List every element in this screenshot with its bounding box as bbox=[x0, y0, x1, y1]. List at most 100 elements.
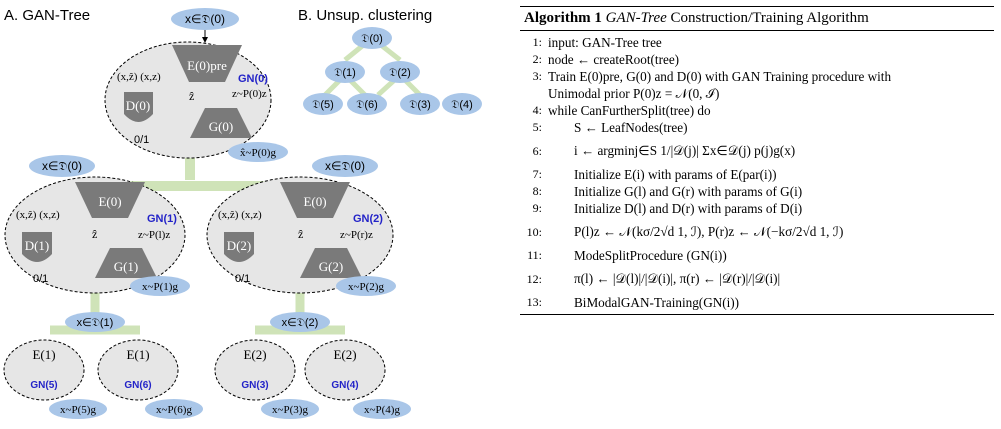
input-d2-label: x∈𝔇(2) bbox=[282, 317, 319, 329]
algorithm-name: GAN-Tree bbox=[605, 10, 667, 26]
node-3 bbox=[214, 339, 296, 401]
x-out6-ellipse bbox=[145, 399, 203, 419]
algo-line-11: 11:ModeSplitProcedure (GN(i)) bbox=[527, 248, 727, 263]
cluster-node-0 bbox=[352, 27, 392, 49]
algo-line-2: 2:node ← createRoot(tree) bbox=[532, 52, 680, 67]
zhat-left: ẑ bbox=[92, 227, 97, 241]
d2-label: D(2) bbox=[227, 238, 252, 253]
x-out3-ellipse bbox=[261, 399, 319, 419]
d1-block bbox=[22, 232, 52, 262]
cluster-node-0-label: 𝔇(0) bbox=[361, 33, 383, 45]
cluster-node-3-label: 𝔇(3) bbox=[409, 99, 431, 111]
x-out2-ellipse bbox=[336, 276, 396, 296]
gn1-label: GN(1) bbox=[147, 213, 177, 225]
e0-right-label: E(0) bbox=[303, 194, 326, 209]
algo-line-10: 10:P(l)z ← 𝒩(kσ/2√d 1, ℐ), P(r)z ← 𝒩(−kσ… bbox=[526, 224, 844, 239]
pair-root-label: (x,ẑ) (x,z) bbox=[117, 71, 161, 83]
cluster-node-1 bbox=[325, 61, 365, 83]
zhat-right: ẑ bbox=[298, 227, 303, 241]
xhat-out-ellipse bbox=[228, 142, 288, 162]
gn-root-label: GN(0) bbox=[238, 73, 268, 85]
algo-line-3-cont: Unimodal prior P(0)z = 𝒩(0, ℐ) bbox=[548, 86, 720, 101]
gn6-label: GN(6) bbox=[124, 380, 151, 391]
cluster-node-4-label: 𝔇(4) bbox=[451, 99, 473, 111]
out01-root: 0/1 bbox=[134, 134, 149, 146]
encoder-pre-block bbox=[172, 45, 242, 82]
algo-line-5: 5:S ← LeafNodes(tree) bbox=[532, 120, 688, 135]
input-d2-ellipse bbox=[270, 312, 330, 332]
algo-line-4: 4:while CanFurtherSplit(tree) do bbox=[532, 103, 711, 118]
input-right-ellipse bbox=[312, 155, 378, 177]
g0-label: G(0) bbox=[209, 119, 234, 134]
panel-b-title: B. Unsup. clustering bbox=[298, 7, 432, 24]
d2-block bbox=[224, 232, 254, 262]
leaf3-encoder: E(2) bbox=[243, 347, 266, 362]
leaf4-encoder: E(2) bbox=[333, 347, 356, 362]
cluster-node-5 bbox=[303, 93, 343, 115]
algo-line-3: 3:Train E(0)pre, G(0) and D(0) with GAN … bbox=[532, 69, 892, 84]
input-left-label: x∈𝔇(0) bbox=[42, 159, 82, 173]
leaf6-encoder: E(1) bbox=[126, 347, 149, 362]
cluster-node-6 bbox=[347, 93, 387, 115]
cluster-node-3 bbox=[400, 93, 440, 115]
input-right-label: x∈𝔇(0) bbox=[325, 159, 365, 173]
z-prior-left: z~P(l)z bbox=[138, 229, 170, 241]
encoder-pre-label: E(0)pre bbox=[187, 58, 227, 73]
algorithm-title: Algorithm 1 GAN-Tree Construction/Traini… bbox=[520, 7, 994, 30]
out01-right: 0/1 bbox=[235, 273, 250, 285]
algorithm-box: Algorithm 1 GAN-Tree Construction/Traini… bbox=[520, 6, 994, 315]
input-root-label: x∈𝔇(0) bbox=[185, 12, 225, 26]
g2-block bbox=[300, 248, 362, 278]
x-out5-ellipse bbox=[49, 399, 107, 419]
x-out1-ellipse bbox=[130, 276, 190, 296]
g1-label: G(1) bbox=[114, 259, 139, 274]
xhat-out-label: x̂~P(0)g bbox=[240, 147, 276, 159]
algorithm-lines: 1:input: GAN-Tree tree 2:node ← createRo… bbox=[520, 31, 994, 314]
z-prior-root: z~P(0)z bbox=[232, 88, 267, 100]
x-out6-label: x~P(6)g bbox=[156, 404, 192, 416]
algorithm-title-rest: Construction/Training Algorithm bbox=[670, 10, 869, 26]
e0-left-block bbox=[75, 182, 145, 218]
cluster-node-6-label: 𝔇(6) bbox=[356, 99, 378, 111]
cluster-node-2 bbox=[380, 61, 420, 83]
leaf5-encoder: E(1) bbox=[32, 347, 55, 362]
out01-left: 0/1 bbox=[33, 273, 48, 285]
input-d1-label: x∈𝔇(1) bbox=[77, 317, 114, 329]
cluster-node-2-label: 𝔇(2) bbox=[389, 67, 411, 79]
pair-left-label: (x,ẑ) (x,z) bbox=[16, 209, 60, 221]
input-d1-ellipse bbox=[65, 312, 125, 332]
d1-label: D(1) bbox=[25, 238, 50, 253]
algo-line-7: 7:Initialize E(i) with params of E(par(i… bbox=[532, 167, 777, 182]
d0-block bbox=[124, 92, 153, 122]
z-prior-right: z~P(r)z bbox=[340, 229, 373, 241]
algo-line-13: 13:BiModalGAN-Training(GN(i)) bbox=[526, 295, 740, 310]
cluster-node-4 bbox=[442, 93, 482, 115]
x-out4-ellipse bbox=[353, 399, 411, 419]
algo-line-8: 8:Initialize G(l) and G(r) with params o… bbox=[532, 184, 803, 199]
panel-a-title: A. GAN-Tree bbox=[4, 7, 90, 24]
e0-right-block bbox=[280, 182, 350, 218]
node-5 bbox=[3, 339, 85, 401]
pair-right-label: (x,ẑ) (x,z) bbox=[218, 209, 262, 221]
gan-tree-figure: A. GAN-Tree B. Unsup. clustering x∈𝔇(0) … bbox=[3, 7, 482, 419]
x-out5-label: x~P(5)g bbox=[60, 404, 96, 416]
gn3-label: GN(3) bbox=[241, 380, 268, 391]
x-out4-label: x~P(4)g bbox=[364, 404, 400, 416]
gn2-label: GN(2) bbox=[353, 213, 383, 225]
algorithm-number: Algorithm 1 bbox=[524, 10, 602, 26]
zhat-root: ẑ bbox=[189, 89, 194, 103]
gn5-label: GN(5) bbox=[30, 380, 57, 391]
input-left-ellipse bbox=[29, 155, 95, 177]
node-6 bbox=[97, 339, 179, 401]
x-out1-label: x~P(1)g bbox=[142, 281, 178, 293]
cluster-edges bbox=[323, 36, 422, 97]
cluster-node-1-label: 𝔇(1) bbox=[334, 67, 356, 79]
algo-line-9: 9:Initialize D(l) and D(r) with params o… bbox=[532, 201, 803, 216]
gn4-label: GN(4) bbox=[331, 380, 358, 391]
node-4 bbox=[304, 339, 386, 401]
input-root-ellipse bbox=[171, 8, 239, 30]
algo-line-6: 6:i ← argminj∈S 1/|𝒟(j)| Σx∈𝒟(j) p(j)g(x… bbox=[532, 143, 796, 158]
e0-left-label: E(0) bbox=[98, 194, 121, 209]
g1-block bbox=[95, 248, 157, 278]
algo-line-1: 1:input: GAN-Tree tree bbox=[532, 35, 662, 50]
